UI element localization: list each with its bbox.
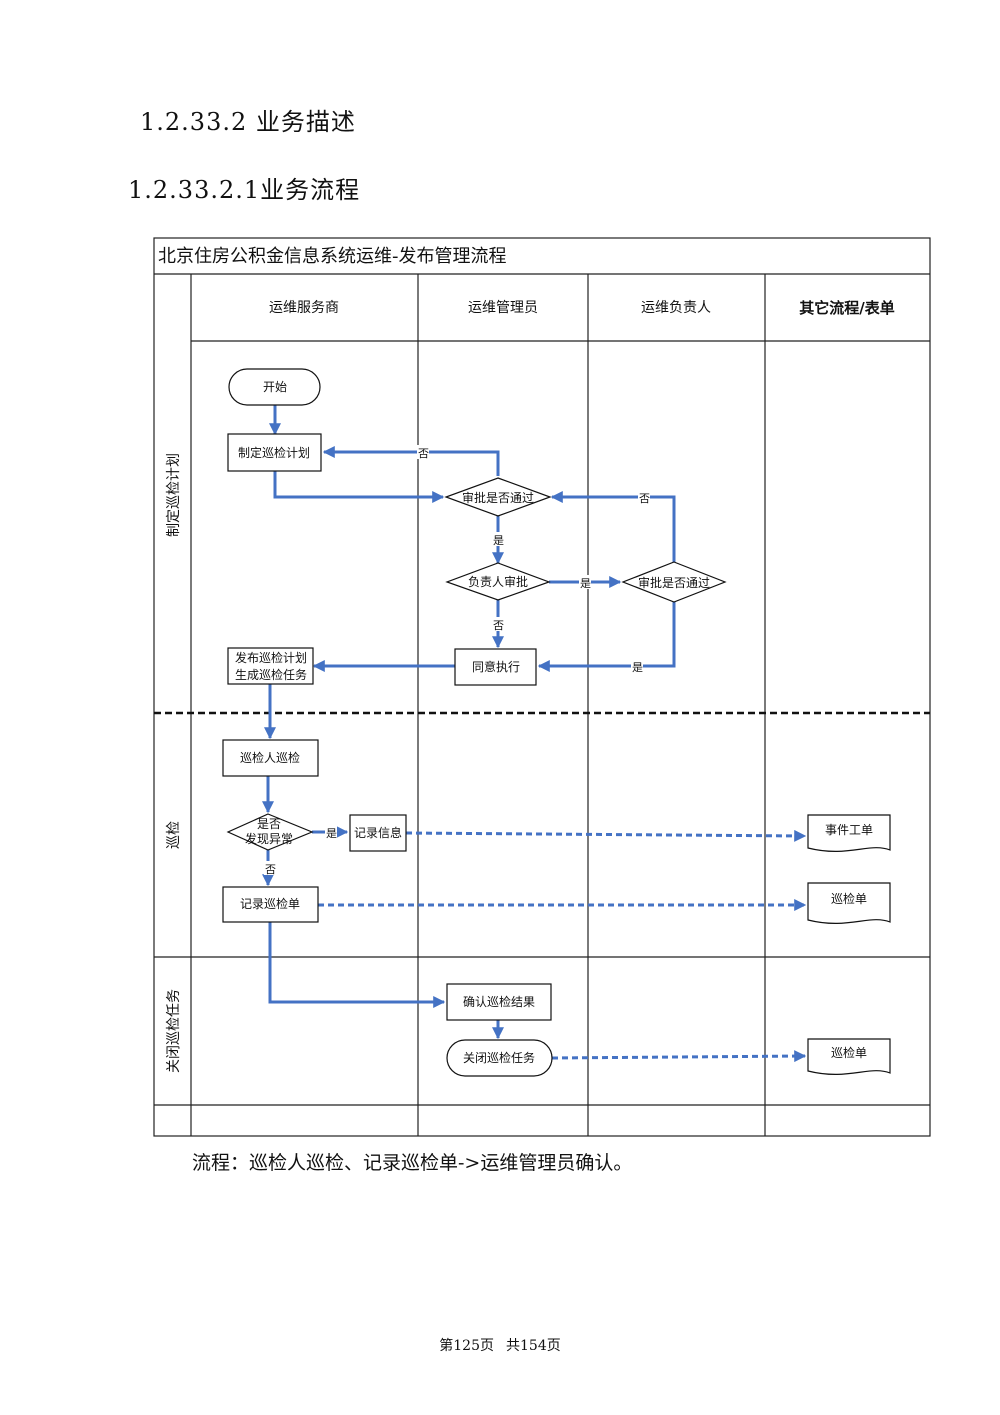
node-record-info: 记录信息 bbox=[349, 814, 407, 852]
flow-lines bbox=[262, 405, 807, 1063]
node-review-2: 审批是否通过 bbox=[621, 561, 727, 603]
node-agree: 同意执行 bbox=[454, 648, 537, 686]
svg-text:确认巡检结果: 确认巡检结果 bbox=[463, 994, 535, 1009]
svg-text:巡检单: 巡检单 bbox=[831, 891, 867, 906]
edge-label-no: 否 bbox=[493, 619, 504, 632]
svg-text:发布巡检计划: 发布巡检计划 bbox=[235, 650, 307, 665]
svg-text:发现异常: 发现异常 bbox=[245, 831, 293, 846]
diagram-title: 北京住房公积金信息系统运维-发布管理流程 bbox=[158, 246, 507, 267]
edge-labels: 否 否 是 是 否 是 是 否 bbox=[264, 445, 650, 876]
node-review-1: 审批是否通过 bbox=[444, 477, 552, 517]
column-header-admin: 运维管理员 bbox=[468, 300, 538, 316]
node-confirm-result: 确认巡检结果 bbox=[446, 983, 552, 1021]
svg-text:巡检单: 巡检单 bbox=[831, 1045, 867, 1060]
node-start: 开始 bbox=[228, 368, 321, 406]
edge-label-no: 否 bbox=[418, 447, 429, 460]
node-inspector: 巡检人巡检 bbox=[222, 739, 319, 777]
swimlane-grid bbox=[153, 237, 931, 1137]
svg-text:记录巡检单: 记录巡检单 bbox=[240, 896, 300, 911]
svg-text:关闭巡检任务: 关闭巡检任务 bbox=[463, 1050, 535, 1065]
svg-text:负责人审批: 负责人审批 bbox=[468, 574, 528, 589]
edge-label-yes: 是 bbox=[580, 577, 591, 590]
edge-label-yes: 是 bbox=[326, 827, 337, 840]
svg-text:事件工单: 事件工单 bbox=[825, 823, 873, 837]
node-make-plan: 制定巡检计划 bbox=[227, 433, 322, 472]
page-number: 第125页 bbox=[439, 1338, 494, 1354]
svg-text:开始: 开始 bbox=[263, 380, 287, 394]
node-publish-plan: 发布巡检计划 生成巡检任务 bbox=[227, 647, 314, 685]
svg-text:同意执行: 同意执行 bbox=[472, 659, 520, 674]
edge-label-yes: 是 bbox=[493, 534, 504, 547]
node-owner-review: 负责人审批 bbox=[445, 562, 551, 601]
node-record-sheet: 记录巡检单 bbox=[222, 886, 319, 923]
svg-text:审批是否通过: 审批是否通过 bbox=[462, 490, 534, 505]
page-footer: 第125页共154页 bbox=[0, 1335, 1000, 1355]
subsection-heading: 1.2.33.2.1业务流程 bbox=[128, 176, 361, 204]
svg-text:生成巡检任务: 生成巡检任务 bbox=[235, 667, 307, 682]
doc-inspection-sheet-1: 巡检单 bbox=[807, 882, 891, 924]
svg-text:是否: 是否 bbox=[257, 817, 281, 831]
svg-text:记录信息: 记录信息 bbox=[354, 825, 402, 840]
column-header-other: 其它流程/表单 bbox=[799, 299, 894, 317]
doc-inspection-sheet-2: 巡检单 bbox=[807, 1038, 891, 1075]
node-found-anomaly: 是否 发现异常 bbox=[226, 813, 314, 851]
lane-label-close: 关闭巡检任务 bbox=[166, 989, 182, 1073]
node-close-task: 关闭巡检任务 bbox=[446, 1039, 553, 1077]
lane-label-plan: 制定巡检计划 bbox=[166, 453, 182, 537]
lane-label-inspect: 巡检 bbox=[166, 821, 182, 849]
svg-text:制定巡检计划: 制定巡检计划 bbox=[238, 445, 310, 460]
edge-label-no: 否 bbox=[639, 492, 650, 505]
edge-label-yes: 是 bbox=[632, 661, 643, 674]
svg-text:审批是否通过: 审批是否通过 bbox=[638, 575, 710, 590]
edge-label-no: 否 bbox=[265, 863, 276, 876]
section-heading: 1.2.33.2 业务描述 bbox=[140, 108, 356, 136]
doc-event-ticket: 事件工单 bbox=[807, 814, 891, 852]
page-total: 共154页 bbox=[506, 1338, 561, 1354]
svg-text:巡检人巡检: 巡检人巡检 bbox=[240, 750, 300, 765]
column-header-vendor: 运维服务商 bbox=[269, 300, 339, 316]
process-caption: 流程：巡检人巡检、记录巡检单->运维管理员确认。 bbox=[192, 1152, 633, 1174]
column-header-owner: 运维负责人 bbox=[641, 300, 711, 316]
